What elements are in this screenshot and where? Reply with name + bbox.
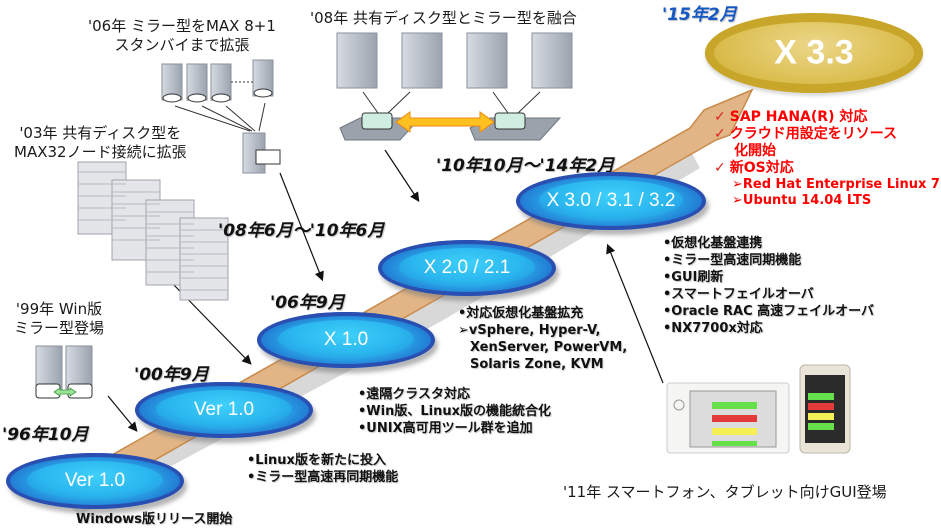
replication-double-arrow [395,111,495,133]
release-version: X 1.0 [323,329,369,350]
release-ellipse: Ver 1.0 [135,382,313,438]
caption-2008: '08年 共有ディスク型とミラー型を融合 [310,9,577,27]
release-notes-latest: ✓SAP HANA(R) 対応 ✓クラウド用設定をリソース 化開始 ✓新OS対応… [714,109,940,208]
release-date: '10年10月～'14年2月 [436,156,615,176]
release-notes: •仮想化基盤連携 •ミラー型高速同期機能 •GUI刷新 •スマートフェイルオーバ… [663,236,875,336]
release-date: '06年9月 [270,293,345,313]
release-version: X 3.0 / 3.1 / 3.2 [546,190,676,211]
release-notes: •Linux版を新たに投入 •ミラー型高速再同期機能 [247,453,399,485]
release-notes: •対応仮想化基盤拡充 ➢vSphere, Hyper-V, XenServer,… [458,306,628,372]
release-ellipse: X 3.0 / 3.1 / 3.2 [516,172,706,230]
release-date-latest: '15年2月 [662,5,737,25]
pointer-1999 [107,395,138,432]
latest-release-ellipse: X 3.3 [705,13,923,93]
release-ellipse: X 1.0 [257,312,435,368]
release-date: '96年10月 [2,425,89,445]
release-ellipse: Ver 1.0 [6,453,184,509]
release-version: X 2.0 / 2.1 [423,257,511,278]
release-version: Ver 1.0 [64,470,126,491]
release-version: X 3.3 [774,33,854,72]
pointer-2011 [606,243,664,384]
mirror-pair-1999-illustration [35,345,93,399]
pointer-2006 [279,172,324,282]
check-icon: ✓ [714,109,726,125]
release-notes: •遠隔クラスタ対応 •Win版、Linux版の機能統合化 •UNIX高可用ツール… [358,387,551,436]
server-stack-2003-illustration [77,161,229,301]
pointer-2008 [384,149,420,203]
release-date: '00年9月 [134,365,209,385]
caption-2011: '11年 スマートフォン、タブレット向けGUI登場 [563,483,887,501]
check-icon: ✓ [714,160,726,176]
mirror-servers-2006-illustration [161,59,281,174]
release-version: Ver 1.0 [193,399,255,420]
mobile-gui-devices-illustration [666,364,851,454]
hybrid-servers-2008-illustration [336,32,573,141]
release-ellipse: X 2.0 / 2.1 [378,240,556,296]
check-icon: ✓ [714,126,726,142]
release-notes: Windows版リリース開始 [76,512,233,527]
release-date: '08年6月～'10年6月 [218,221,385,241]
caption-2006: '06年 ミラー型をMAX 8+1 スタンバイまで拡張 [88,17,276,54]
caption-2003: '03年 共有ディスク型を MAX32ノード接続に拡張 [14,124,187,161]
caption-1999: '99年 Win版 ミラー型登場 [14,300,105,337]
